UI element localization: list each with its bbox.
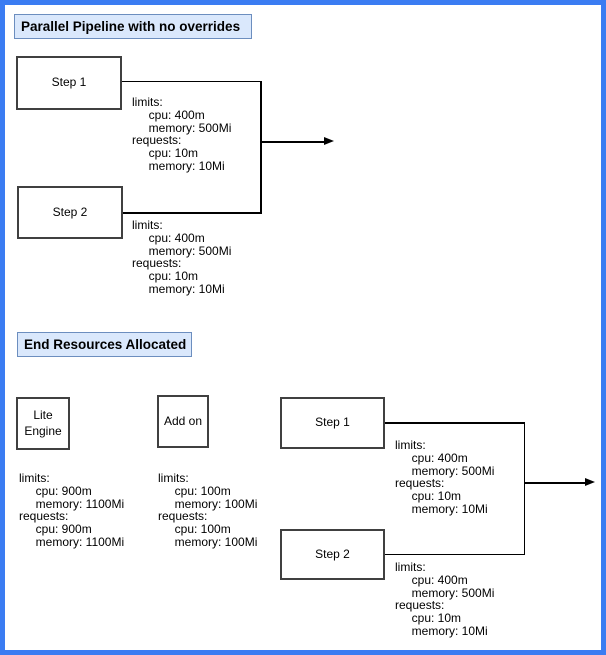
section-title-text: End Resources Allocated [24, 337, 187, 352]
resources-bottom-step2: limits: cpu: 400m memory: 500Mi requests… [395, 560, 495, 638]
arrowhead-bottom-icon [585, 478, 595, 486]
arrowhead-top-icon [324, 137, 334, 145]
connector-top-step2 [123, 212, 261, 214]
connector-bottom-join [523, 422, 525, 555]
node-label: Step 2 [52, 204, 88, 219]
node-label: Lite Engine [24, 408, 62, 438]
resources-top-step1: limits: cpu: 400m memory: 500Mi requests… [132, 95, 232, 173]
connector-bottom-step2 [385, 553, 524, 555]
section-title-end-resources: End Resources Allocated [17, 332, 192, 357]
section-title-text: Parallel Pipeline with no overrides [21, 19, 241, 34]
connector-top-join [260, 80, 262, 214]
resources-add-on: limits: cpu: 100m memory: 100Mi requests… [158, 471, 258, 549]
node-label: Step 1 [51, 75, 87, 90]
connector-bottom-step1 [385, 422, 524, 424]
connector-bottom-output [525, 482, 585, 484]
connector-top-step1 [122, 80, 261, 82]
node-top-step1: Step 1 [16, 56, 122, 110]
node-top-step2: Step 2 [17, 186, 123, 239]
resources-bottom-step1: limits: cpu: 400m memory: 500Mi requests… [395, 438, 495, 516]
connector-top-output [261, 141, 324, 143]
node-label: Step 1 [315, 415, 350, 430]
resources-top-step2: limits: cpu: 400m memory: 500Mi requests… [132, 218, 232, 296]
node-label: Add on [163, 413, 203, 428]
node-lite-engine: Lite Engine [16, 397, 70, 450]
node-bottom-step1: Step 1 [280, 397, 385, 449]
node-label: Step 2 [315, 546, 350, 561]
node-add-on: Add on [157, 395, 209, 448]
section-title-parallel-pipeline: Parallel Pipeline with no overrides [14, 14, 252, 39]
node-bottom-step2: Step 2 [280, 529, 385, 580]
resources-lite-engine: limits: cpu: 900m memory: 1100Mi request… [19, 471, 125, 549]
